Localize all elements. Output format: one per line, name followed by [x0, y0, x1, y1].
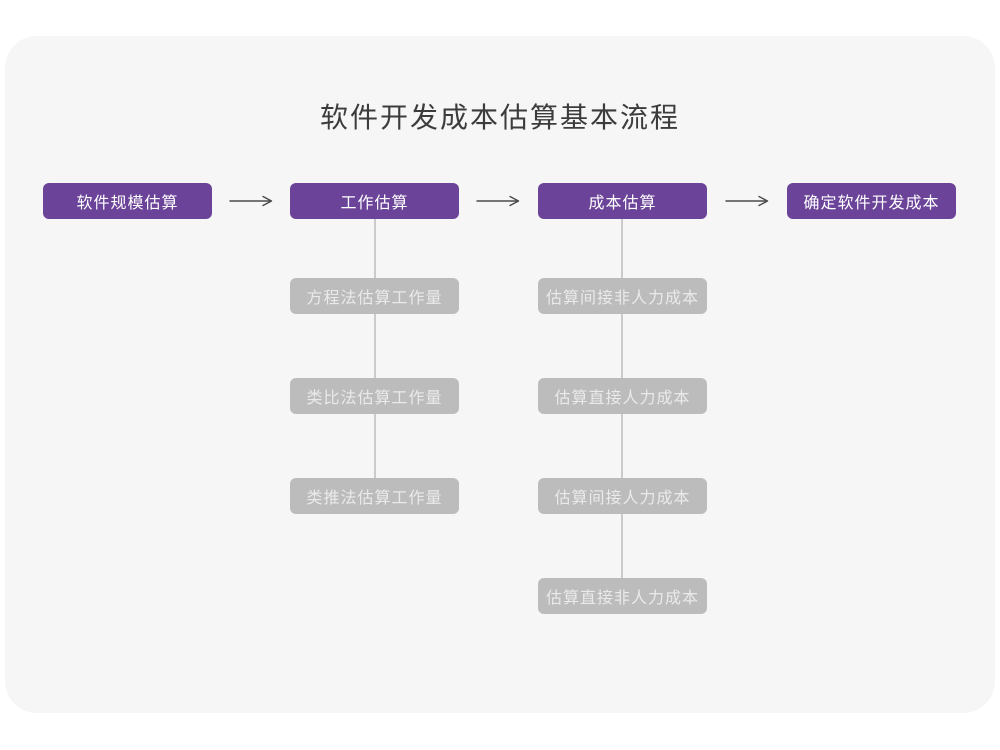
- sub-node-indirect-non-labor-cost[interactable]: 估算间接非人力成本: [538, 278, 707, 314]
- arrow-right-icon: [725, 195, 769, 207]
- work-column-connector-line: [374, 219, 376, 478]
- diagram-canvas: 软件开发成本估算基本流程 软件规模估算 工作估算 成本估算 确定软件开发成本 方…: [5, 36, 995, 713]
- flow-node-work-estimation[interactable]: 工作估算: [290, 183, 459, 219]
- sub-node-direct-labor-cost[interactable]: 估算直接人力成本: [538, 378, 707, 414]
- sub-node-direct-non-labor-cost[interactable]: 估算直接非人力成本: [538, 578, 707, 614]
- arrow-right-icon: [476, 195, 520, 207]
- flow-node-software-scale-estimation[interactable]: 软件规模估算: [43, 183, 212, 219]
- flow-node-cost-estimation[interactable]: 成本估算: [538, 183, 707, 219]
- flow-node-determine-software-dev-cost[interactable]: 确定软件开发成本: [787, 183, 956, 219]
- sub-node-analogy-method-workload[interactable]: 类比法估算工作量: [290, 378, 459, 414]
- sub-node-indirect-labor-cost[interactable]: 估算间接人力成本: [538, 478, 707, 514]
- diagram-title: 软件开发成本估算基本流程: [319, 102, 680, 133]
- arrow-right-icon: [229, 195, 273, 207]
- sub-node-equation-method-workload[interactable]: 方程法估算工作量: [290, 278, 459, 314]
- sub-node-inference-method-workload[interactable]: 类推法估算工作量: [290, 478, 459, 514]
